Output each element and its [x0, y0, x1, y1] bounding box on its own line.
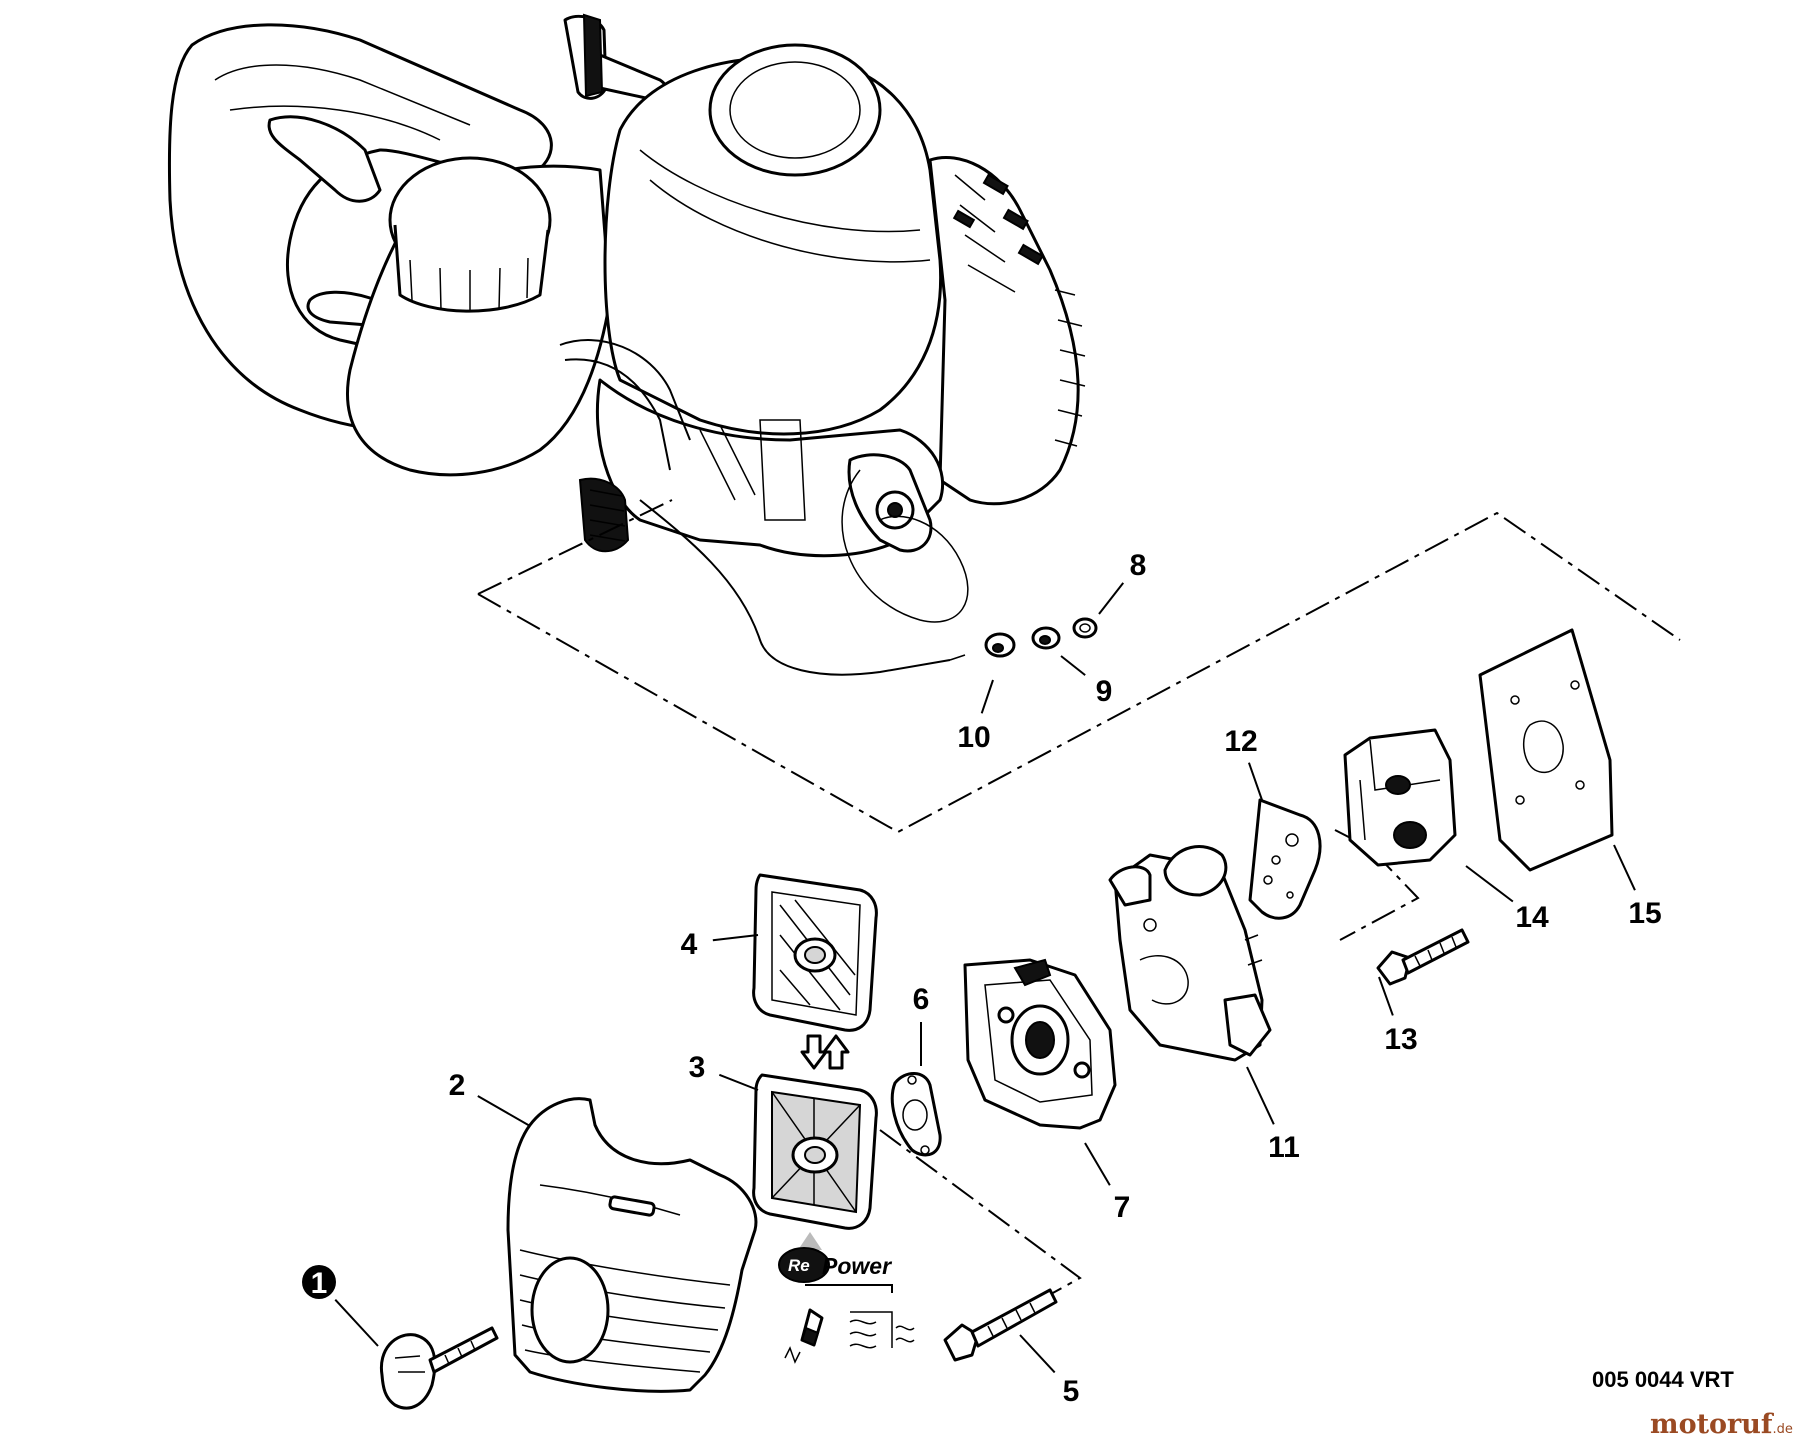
- callout-13: 13: [1378, 976, 1418, 1056]
- leader-line-15: [1613, 844, 1636, 891]
- part-10-nut: [984, 632, 1016, 658]
- part-11-carburetor: [1108, 845, 1272, 1062]
- leader-line-10: [980, 679, 994, 714]
- leader-line-3: [718, 1073, 759, 1091]
- part-15-gasket: [1478, 628, 1614, 872]
- callout-12: 12: [1224, 725, 1263, 801]
- rear-handle: [167, 23, 553, 433]
- callout-1-badge: [302, 1265, 336, 1299]
- callout-5: 5: [1019, 1334, 1080, 1408]
- part-3-filter: [752, 1073, 878, 1230]
- part-12-gasket: [1248, 798, 1322, 920]
- leader-line-13: [1378, 976, 1394, 1016]
- leader-line-11: [1246, 1066, 1275, 1125]
- callout-label-9: 9: [1096, 675, 1113, 708]
- part-1-knob: [379, 1326, 499, 1410]
- leader-line-1: [334, 1298, 379, 1347]
- part-9-nut: [1031, 626, 1061, 650]
- spark-plug-icon: [784, 1308, 824, 1364]
- starter-handle: [563, 13, 669, 102]
- callout-label-6: 6: [913, 983, 930, 1016]
- callout-label-10: 10: [957, 721, 990, 754]
- callout-label-8: 8: [1130, 549, 1147, 582]
- throttle-trigger: [267, 115, 382, 203]
- leader-line-9: [1060, 655, 1086, 676]
- leader-line-12: [1247, 762, 1263, 801]
- part-8-washer: [1072, 617, 1098, 639]
- callout-label-12: 12: [1224, 725, 1257, 758]
- leader-line-2: [477, 1095, 531, 1127]
- callout-label-4: 4: [681, 928, 698, 961]
- leader-line-4: [712, 934, 759, 942]
- callout-6: 6: [913, 983, 930, 1066]
- callout-2: 2: [449, 1069, 531, 1127]
- fuel-cap: [388, 156, 552, 313]
- repower-re-text: Re: [788, 1256, 810, 1275]
- repower-logo: Re Power: [778, 1232, 893, 1293]
- callout-label-11: 11: [1268, 1131, 1300, 1164]
- callout-label-2: 2: [449, 1069, 466, 1102]
- callout-label-1: 1: [311, 1267, 328, 1300]
- leader-line-7: [1084, 1142, 1111, 1186]
- engine-assembly: [167, 13, 1086, 676]
- part-4-filter: [752, 873, 878, 1032]
- watermark-name: motoruf: [1650, 1409, 1775, 1440]
- drawing-code: 005 0044 VRT: [1592, 1367, 1734, 1392]
- exhaust-heat-icon: [849, 1311, 915, 1349]
- callout-15: 15: [1613, 844, 1662, 930]
- leader-line-8: [1098, 582, 1125, 615]
- callout-8: 8: [1098, 549, 1147, 615]
- part-13-screw: [1376, 928, 1470, 986]
- callout-14: 14: [1465, 865, 1549, 934]
- muffler-shroud: [928, 155, 1086, 506]
- part-6-gasket: [890, 1072, 942, 1157]
- callout-7: 7: [1084, 1142, 1131, 1224]
- callout-label-5: 5: [1063, 1375, 1080, 1408]
- repower-power-text: Power: [822, 1253, 892, 1279]
- part-14-insulator: [1343, 728, 1457, 867]
- up-down-arrow-icon: [800, 1034, 850, 1070]
- watermark-suffix: .de: [1773, 1422, 1793, 1437]
- callout-label-15: 15: [1628, 897, 1661, 930]
- leader-line-5: [1019, 1334, 1056, 1374]
- part-7-filter-base: [963, 958, 1117, 1130]
- watermark: motoruf.de: [1650, 1409, 1793, 1440]
- part-5-bolt: [943, 1288, 1058, 1362]
- callout-label-3: 3: [689, 1051, 706, 1084]
- callout-4: 4: [681, 928, 759, 961]
- callout-9: 9: [1060, 655, 1113, 708]
- callout-11: 11: [1246, 1066, 1300, 1164]
- callout-label-14: 14: [1515, 901, 1549, 934]
- callout-3: 3: [689, 1051, 759, 1091]
- callout-label-13: 13: [1384, 1023, 1417, 1056]
- part-2-cover: [506, 1097, 758, 1393]
- engine-cover: [603, 43, 943, 436]
- callout-1: 1: [302, 1265, 379, 1347]
- leader-line-14: [1465, 865, 1514, 903]
- callout-10: 10: [957, 679, 994, 754]
- callout-label-7: 7: [1114, 1191, 1131, 1224]
